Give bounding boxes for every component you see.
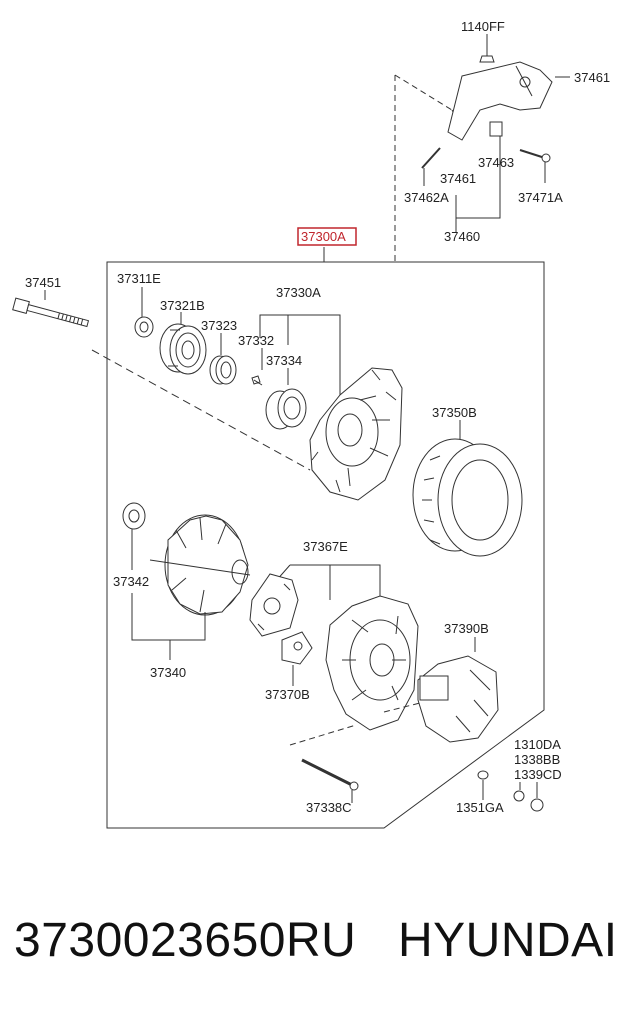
rectifier [417,655,499,743]
callout-37330A[interactable]: 37330A [276,285,321,300]
bracket-bolt-left [421,147,441,169]
callout-37463[interactable]: 37463 [478,155,514,170]
callout-37451[interactable]: 37451 [25,275,61,290]
callout-37367E[interactable]: 37367E [303,539,348,554]
spacer [209,355,237,385]
callout-1310DA[interactable]: 1310DA [514,737,561,752]
callout-37461-bottom[interactable]: 37461 [440,171,476,186]
nut-a [513,790,525,802]
bracket-bolt-right [519,149,551,163]
callout-37462A[interactable]: 37462A [404,190,449,205]
callout-37311E[interactable]: 37311E [117,271,161,286]
callout-37342[interactable]: 37342 [113,574,149,589]
callout-37340[interactable]: 37340 [150,665,186,680]
callout-37370B[interactable]: 37370B [265,687,310,702]
pulley [159,323,207,375]
rear-bearing [122,502,146,530]
callout-37321B[interactable]: 37321B [160,298,205,313]
front-housing [309,367,403,501]
callout-37334[interactable]: 37334 [266,353,302,368]
through-bolt [12,297,90,328]
screw-small [251,375,263,386]
highlight-box [297,227,357,246]
part-number: 3730023650RU [14,914,357,967]
callout-37461-top[interactable]: 37461 [574,70,610,85]
callout-37300A[interactable]: 37300A [301,229,346,244]
callout-1140FF[interactable]: 1140FF [461,19,505,34]
nut-b [530,798,544,812]
callout-1339CD[interactable]: 1339CD [514,767,562,782]
callout-37323[interactable]: 37323 [201,318,237,333]
regulator-clip [281,631,313,665]
washer [477,770,489,780]
assembly-frame [106,261,545,829]
mounting-bracket [447,61,553,141]
callout-37332[interactable]: 37332 [238,333,274,348]
callout-37471A[interactable]: 37471A [518,190,563,205]
stator [412,438,523,557]
pulley-nut [134,316,154,338]
rotor [149,514,251,616]
brand-name: HYUNDAI [398,914,618,967]
bearing [265,388,307,430]
brush-holder [249,573,299,637]
rear-housing [325,595,419,731]
callout-1351GA[interactable]: 1351GA [456,800,504,815]
bracket-bolt-top [479,48,495,63]
bracket-leader-lines [455,130,501,232]
callout-37460[interactable]: 37460 [444,229,480,244]
callout-37338C[interactable]: 37338C [306,800,352,815]
callout-37390B[interactable]: 37390B [444,621,489,636]
callout-37350B[interactable]: 37350B [432,405,477,420]
footer: 3730023650RU HYUNDAI [0,905,629,985]
rear-bolt [301,758,359,791]
bracket-bushing [489,121,503,137]
alternator-exploded-diagram: 1140FF 37461 37463 37461 37462A 37471A 3… [12,19,610,829]
callout-1338BB[interactable]: 1338BB [514,752,560,767]
